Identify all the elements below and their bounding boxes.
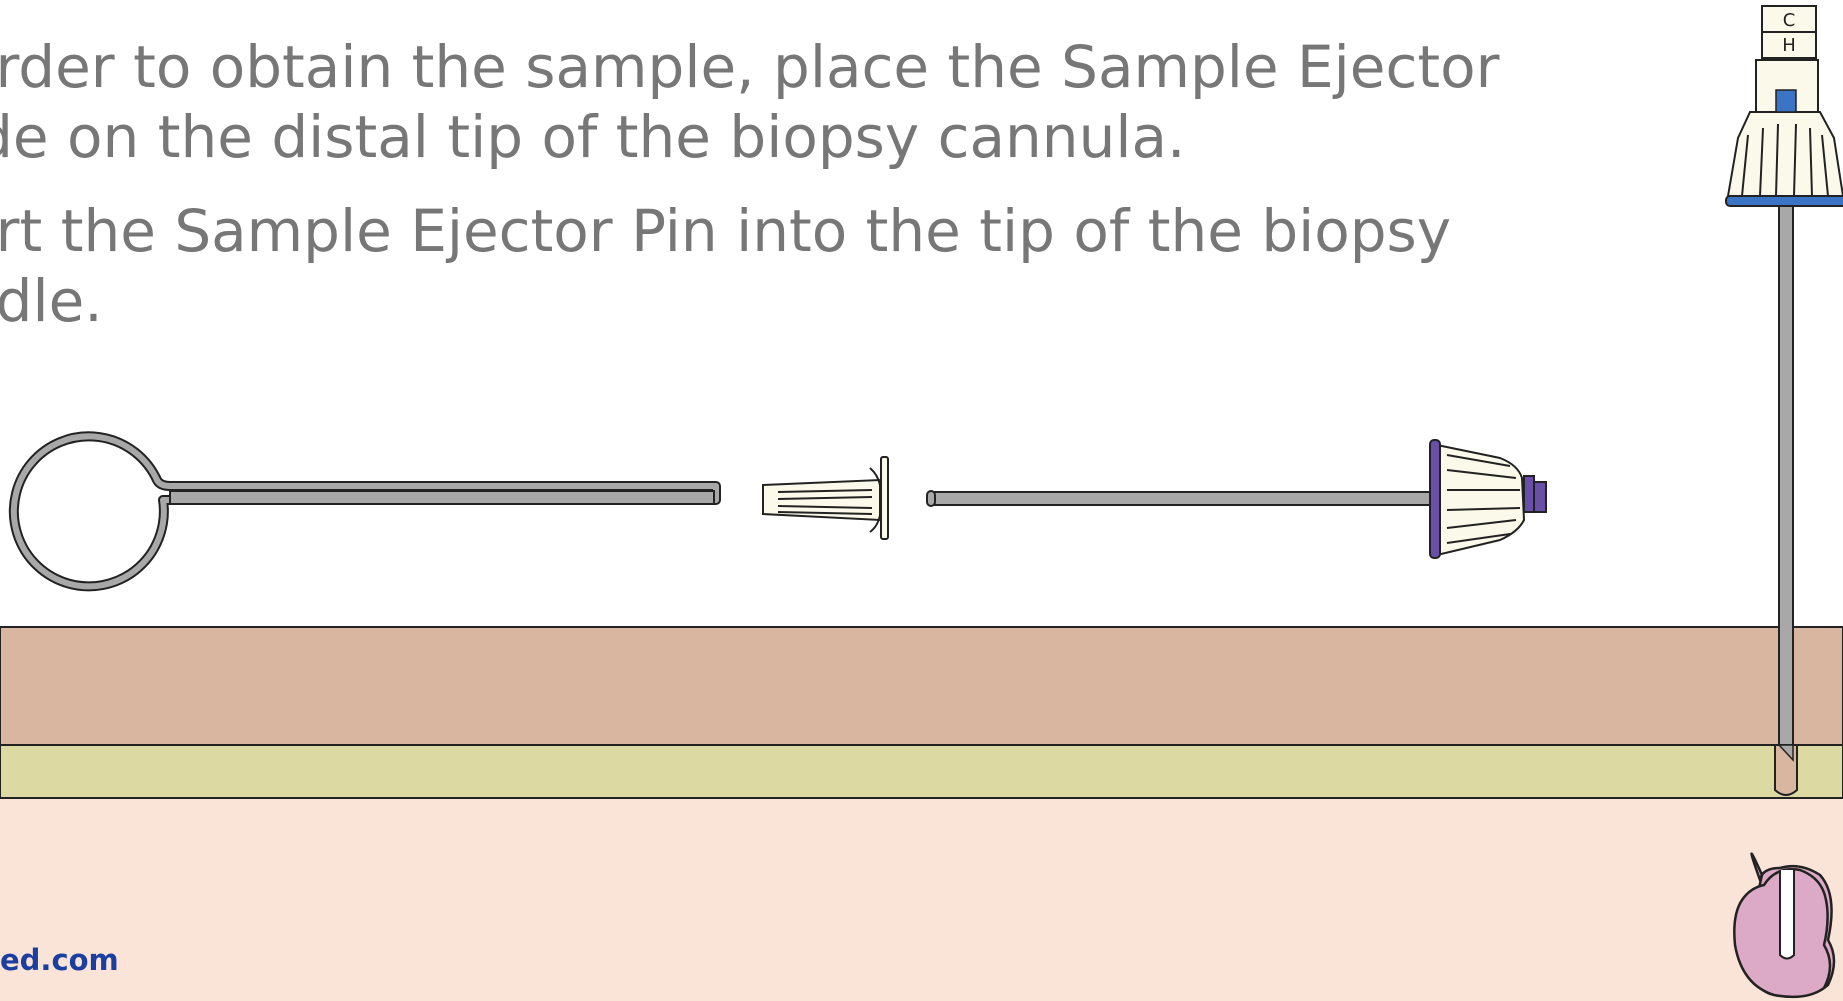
ejector-pin-icon bbox=[8, 431, 721, 592]
instruction-line: edle. bbox=[0, 267, 103, 335]
instruction-step-1: order to obtain the sample, place the Sa… bbox=[0, 32, 1500, 172]
instruction-line: ert the Sample Ejector Pin into the tip … bbox=[0, 197, 1452, 265]
biopsy-needle-icon: C H bbox=[1725, 5, 1843, 796]
tissue-sample-icon bbox=[1733, 852, 1836, 999]
svg-text:H: H bbox=[1782, 35, 1796, 56]
watermark-link[interactable]: ed.com bbox=[0, 943, 119, 977]
fat-layer bbox=[0, 744, 1843, 799]
ejector-guide-icon bbox=[762, 456, 889, 540]
skin-layer bbox=[0, 626, 1843, 746]
instruction-line: ide on the distal tip of the biopsy cann… bbox=[0, 103, 1186, 171]
deep-tissue bbox=[0, 798, 1843, 1001]
biopsy-cannula-icon bbox=[926, 439, 1547, 559]
instruction-text: order to obtain the sample, place the Sa… bbox=[0, 32, 1500, 360]
svg-text:C: C bbox=[1783, 10, 1796, 31]
instruction-step-2: ert the Sample Ejector Pin into the tip … bbox=[0, 196, 1452, 336]
instruction-line: order to obtain the sample, place the Sa… bbox=[0, 33, 1500, 101]
